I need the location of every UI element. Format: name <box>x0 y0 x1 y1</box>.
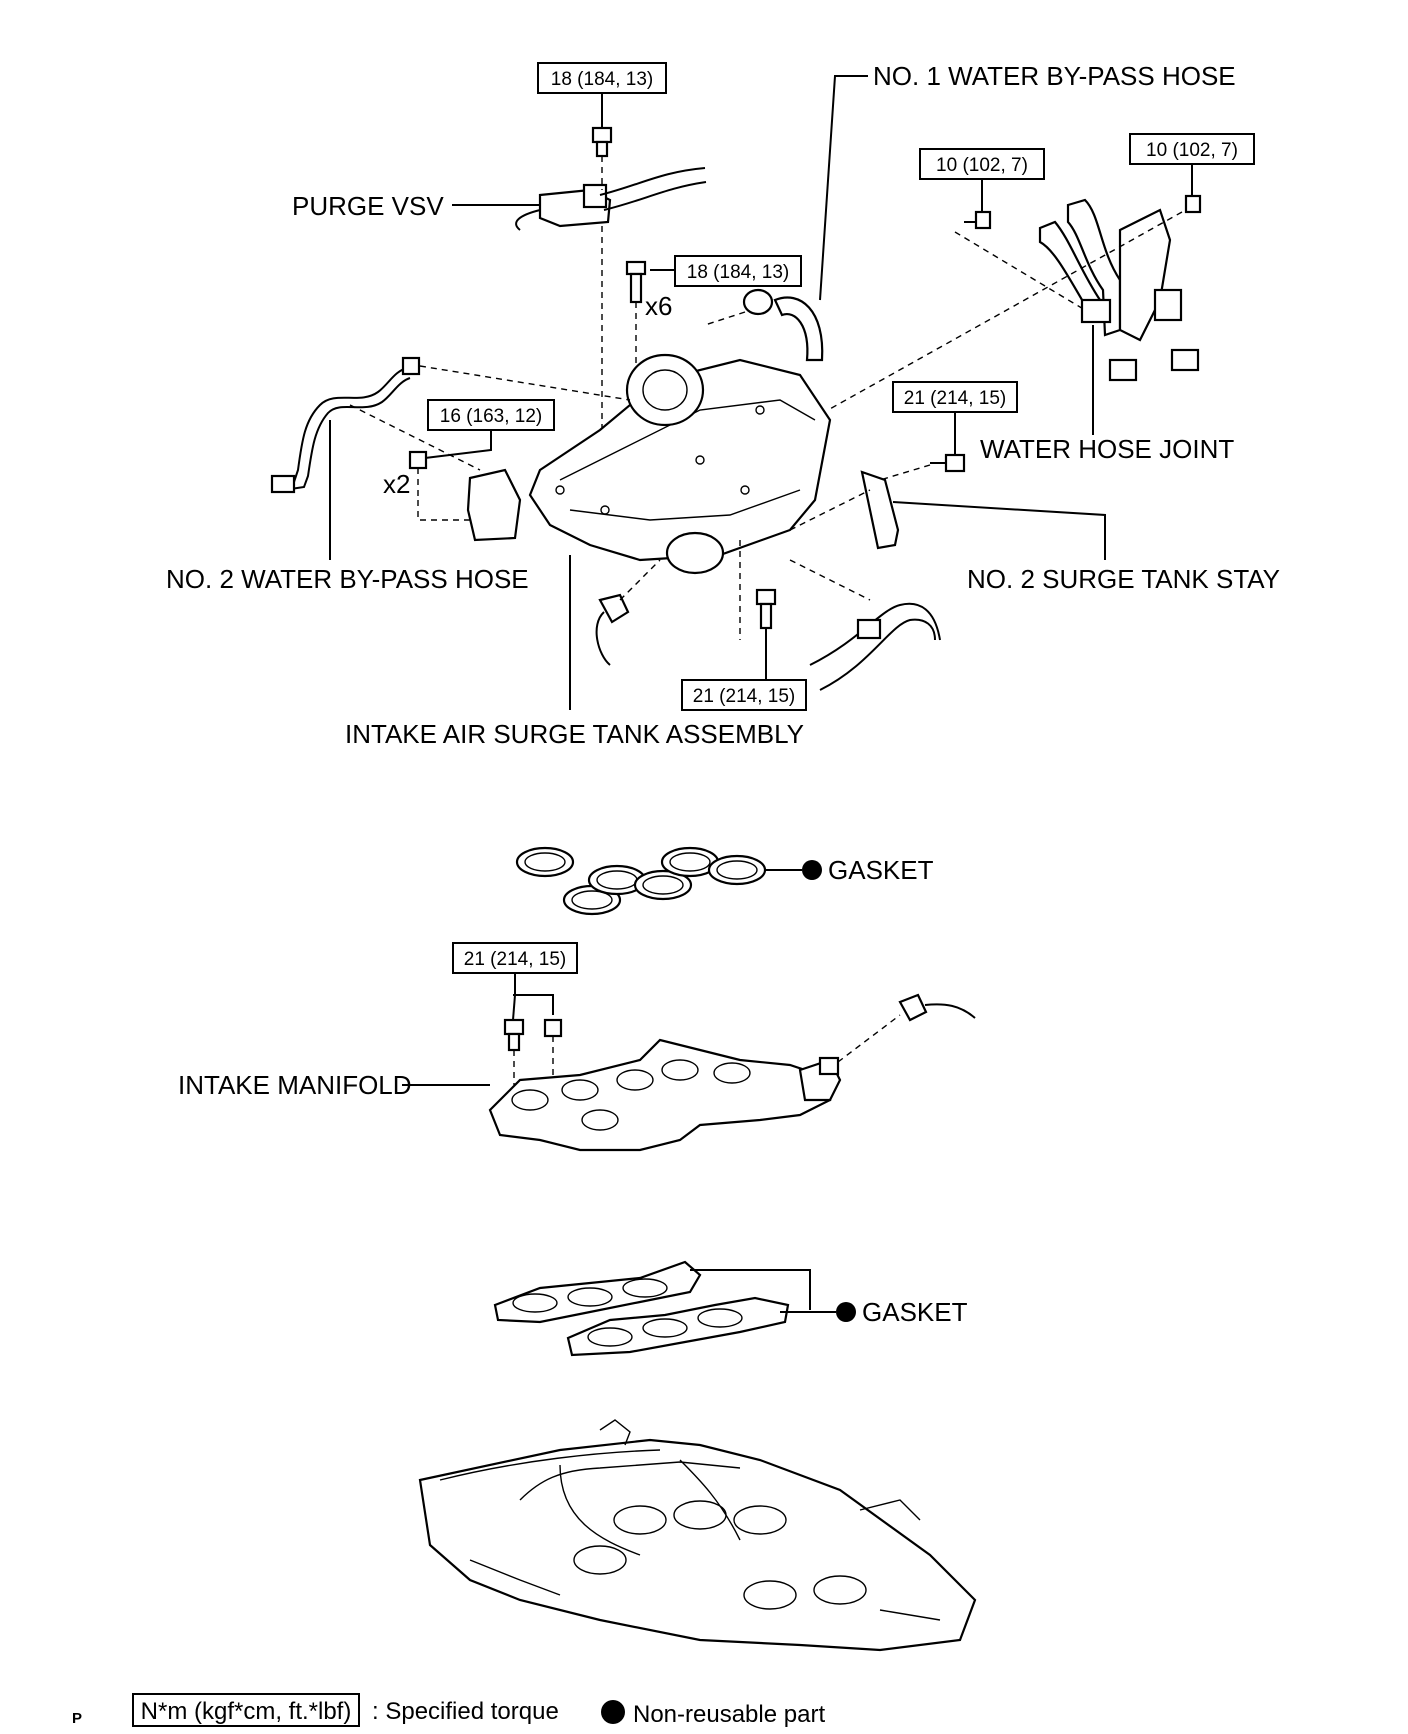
torque-surge-tank-nuts: 16 (163, 12) <box>440 406 542 427</box>
label-intake-manifold: INTAKE MANIFOLD <box>178 1070 412 1100</box>
torque-box-lower-stay-bolt: 21 (214, 15) <box>681 679 807 711</box>
bolt-icon <box>591 126 613 158</box>
torque-box-manifold-bolts: 21 (214, 15) <box>452 942 578 974</box>
torque-box-stay-bolt: 21 (214, 15) <box>892 381 1018 413</box>
torque-manifold-bolts: 21 (214, 15) <box>464 949 566 970</box>
intake-manifold-part <box>488 1038 842 1152</box>
torque-box-surge-tank-nuts: 16 (163, 12) <box>427 399 555 431</box>
torque-water-joint-left: 10 (102, 7) <box>936 155 1028 176</box>
bolt-icon <box>503 1018 525 1052</box>
legend-specified-torque: : Specified torque <box>372 1698 559 1725</box>
sensor-connector-part <box>898 993 976 1022</box>
bolt-icon <box>1184 194 1202 214</box>
corner-mark: P <box>72 1710 83 1727</box>
label-intake-air-surge-tank-assembly: INTAKE AIR SURGE TANK ASSEMBLY <box>345 719 804 749</box>
legend-nonreusable-part: Non-reusable part <box>633 1701 825 1728</box>
label-no2-surge-tank-stay: NO. 2 SURGE TANK STAY <box>967 564 1280 594</box>
nonreusable-dot-icon <box>836 1302 856 1322</box>
gasket-upper-part <box>515 846 767 916</box>
nut-icon <box>408 450 428 470</box>
bolt-icon <box>755 588 777 630</box>
no2-surge-tank-stay-part <box>860 470 900 550</box>
label-gasket-upper: GASKET <box>828 855 934 885</box>
torque-box-surge-tank-bolts: 18 (184, 13) <box>674 255 802 287</box>
water-hose-part <box>809 602 941 691</box>
purge-vsv-part <box>515 167 707 231</box>
qty-x2: x2 <box>383 469 410 499</box>
bolt-icon <box>625 260 647 304</box>
torque-water-joint-right: 10 (102, 7) <box>1146 140 1238 161</box>
engine-block-part <box>418 1419 977 1652</box>
torque-stay-bolt: 21 (214, 15) <box>904 388 1006 409</box>
bolt-icon <box>930 453 966 473</box>
legend-nonreusable-dot-icon <box>601 1700 625 1724</box>
no1-water-bypass-hose-part <box>742 288 824 362</box>
gasket-lower-part <box>493 1260 790 1357</box>
label-no2-water-bypass-hose: NO. 2 WATER BY-PASS HOSE <box>166 564 529 594</box>
label-water-hose-joint: WATER HOSE JOINT <box>980 434 1234 464</box>
torque-box-water-joint-left: 10 (102, 7) <box>919 148 1045 180</box>
nonreusable-dot-icon <box>802 860 822 880</box>
intake-air-surge-tank-part <box>466 353 832 575</box>
sensor-connector-part <box>595 593 630 666</box>
qty-x6: x6 <box>645 291 672 321</box>
torque-purge-vsv: 18 (184, 13) <box>551 69 653 90</box>
label-purge-vsv: PURGE VSV <box>292 191 444 221</box>
legend-torque-units: N*m (kgf*cm, ft.*lbf) <box>141 1698 352 1725</box>
legend-torque-box: N*m (kgf*cm, ft.*lbf) <box>132 1693 360 1727</box>
water-hose-joint-part <box>1038 198 1200 382</box>
label-gasket-lower: GASKET <box>862 1297 968 1327</box>
torque-lower-stay-bolt: 21 (214, 15) <box>693 686 795 707</box>
label-no1-water-bypass-hose: NO. 1 WATER BY-PASS HOSE <box>873 61 1236 91</box>
torque-box-purge-vsv: 18 (184, 13) <box>537 62 667 94</box>
torque-surge-tank-bolts: 18 (184, 13) <box>687 262 789 283</box>
nut-icon <box>543 1018 563 1038</box>
bolt-icon <box>964 210 992 230</box>
no2-water-bypass-hose-part <box>270 356 421 494</box>
torque-box-water-joint-right: 10 (102, 7) <box>1129 133 1255 165</box>
